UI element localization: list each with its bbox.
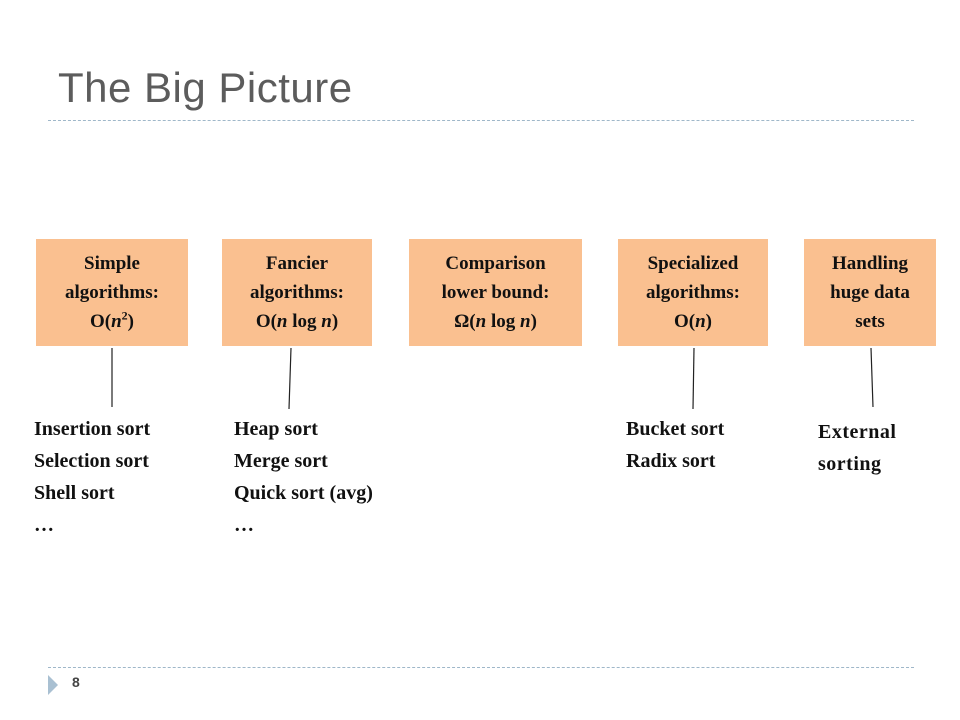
- list-item: …: [234, 514, 254, 536]
- comparison-lower-bound-box: Comparison lower bound: Ω(n log n): [409, 239, 582, 346]
- box-line: algorithms:: [646, 282, 740, 303]
- huge-data-list: External sorting: [818, 416, 896, 480]
- triangle-marker-icon: [48, 675, 58, 695]
- complexity-label: O(n log n): [255, 311, 339, 332]
- page-number: 8: [72, 674, 80, 690]
- fancier-algorithms-box: Fancier algorithms: O(n log n): [222, 239, 372, 346]
- specialized-algorithms-box: Specialized algorithms: O(n): [618, 239, 768, 346]
- box-line: Specialized: [647, 253, 739, 274]
- list-item: Quick sort (avg): [234, 482, 373, 504]
- footer-divider: [48, 667, 914, 668]
- connector-specialized: [692, 347, 695, 410]
- box-line: algorithms:: [65, 282, 159, 303]
- box-line: huge data: [830, 282, 910, 303]
- simple-algorithms-box: Simple algorithms: O(n2): [36, 239, 188, 346]
- list-item: sorting: [818, 453, 882, 475]
- box-line: lower bound:: [441, 282, 550, 303]
- list-item: Radix sort: [626, 450, 716, 472]
- box-line: Comparison: [445, 253, 546, 274]
- box-line: Fancier: [265, 253, 329, 274]
- list-item: …: [34, 514, 54, 536]
- complexity-label: O(n): [673, 311, 712, 332]
- list-item: Merge sort: [234, 450, 328, 472]
- connector-huge: [870, 347, 874, 408]
- list-item: Selection sort: [34, 450, 149, 472]
- list-item: Heap sort: [234, 418, 318, 440]
- connector-fancier: [288, 347, 292, 410]
- simple-algorithms-list: Insertion sort Selection sort Shell sort…: [34, 413, 150, 541]
- list-item: Bucket sort: [626, 418, 725, 440]
- complexity-label: Ω(n log n): [454, 311, 537, 332]
- box-line: Simple: [84, 253, 140, 274]
- slide-title: The Big Picture: [58, 64, 353, 111]
- specialized-algorithms-list: Bucket sort Radix sort: [626, 413, 724, 477]
- title-divider: [48, 120, 914, 121]
- complexity-label: O(n2): [89, 308, 134, 332]
- box-line: sets: [855, 311, 885, 332]
- box-line: algorithms:: [250, 282, 344, 303]
- fancier-algorithms-list: Heap sort Merge sort Quick sort (avg) …: [234, 413, 373, 541]
- list-item: External: [818, 421, 897, 443]
- list-item: Shell sort: [34, 482, 115, 504]
- list-item: Insertion sort: [34, 418, 151, 440]
- box-line: Handling: [831, 253, 909, 274]
- huge-data-sets-box: Handling huge data sets: [804, 239, 936, 346]
